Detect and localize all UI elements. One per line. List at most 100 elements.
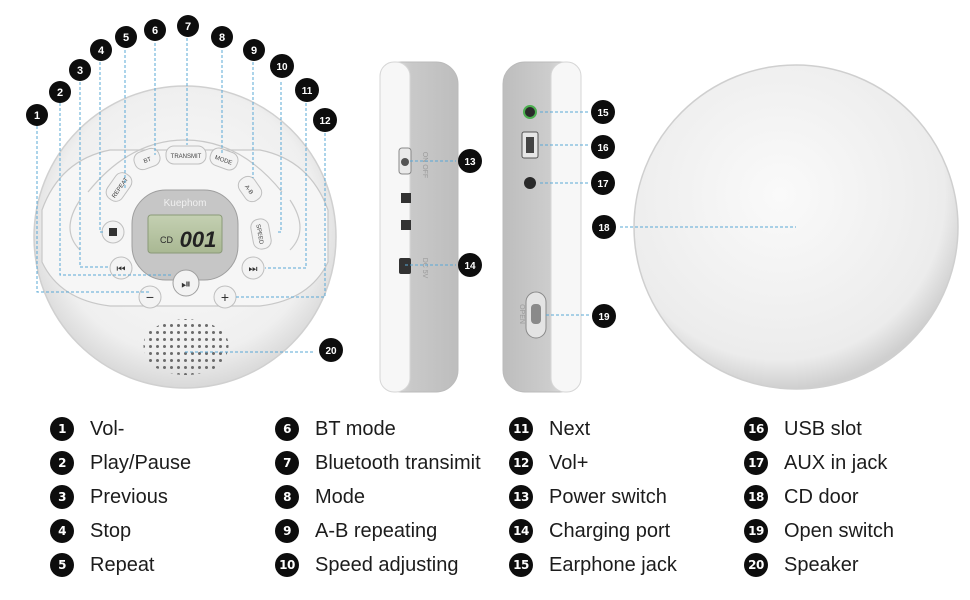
legend-item: 6 BT mode	[275, 414, 396, 444]
svg-text:8: 8	[219, 32, 225, 44]
mode-button[interactable]: MODE	[208, 146, 240, 172]
vol-minus-button[interactable]: −	[138, 285, 162, 309]
product-diagram: TRANSMIT BT MODE REPEAT A-B SPEED Kuepho…	[26, 15, 959, 393]
legend-item: 17 AUX in jack	[744, 448, 887, 478]
stop-button[interactable]	[101, 220, 125, 244]
legend-label: Earphone jack	[549, 553, 677, 576]
legend-number: 15	[509, 553, 533, 577]
previous-icon: ⏮	[117, 264, 126, 275]
legend-item: 2 Play/Pause	[50, 448, 191, 478]
svg-text:6: 6	[152, 25, 158, 37]
play-pause-button[interactable]: ⏯	[172, 269, 200, 297]
callout-9: 9	[243, 39, 265, 61]
aux-jack[interactable]	[524, 177, 536, 189]
svg-text:17: 17	[597, 179, 609, 190]
minus-icon: −	[146, 289, 154, 305]
legend-item: 8 Mode	[275, 482, 365, 512]
legend-label: Speed adjusting	[315, 553, 459, 576]
callout-13: 13	[458, 149, 482, 173]
front-view: TRANSMIT BT MODE REPEAT A-B SPEED Kuepho…	[33, 85, 337, 389]
mode-label: MODE	[214, 155, 233, 167]
previous-button[interactable]: ⏮	[109, 256, 133, 280]
transmit-button[interactable]: TRANSMIT	[165, 145, 207, 165]
callout-7: 7	[177, 15, 199, 37]
callout-16: 16	[591, 135, 615, 159]
legend-item: 19 Open switch	[744, 516, 894, 546]
legend-item: 16 USB slot	[744, 414, 862, 444]
svg-text:20: 20	[325, 346, 337, 357]
legend-number: 18	[744, 485, 768, 509]
svg-text:13: 13	[464, 157, 476, 168]
legend-item: 15 Earphone jack	[509, 550, 677, 580]
legend-item: 18 CD door	[744, 482, 858, 512]
legend-label: Play/Pause	[90, 451, 192, 474]
legend: 1 Vol- 2 Play/Pause 3 Previous 4 Stop 5 …	[0, 410, 970, 590]
lcd-track-number: 001	[180, 227, 217, 252]
next-button[interactable]: ⏭	[241, 256, 265, 280]
callout-20: 20	[319, 338, 343, 362]
bt-button[interactable]: BT	[132, 146, 163, 172]
charging-port[interactable]	[399, 258, 411, 274]
legend-number: 10	[275, 553, 299, 577]
legend-item: 9 A-B repeating	[275, 516, 437, 546]
legend-item: 10 Speed adjusting	[275, 550, 458, 580]
legend-label: AUX in jack	[784, 451, 888, 474]
legend-label: Power switch	[549, 485, 667, 508]
legend-number: 12	[509, 451, 533, 475]
legend-label: Next	[549, 417, 591, 440]
svg-text:14: 14	[464, 261, 476, 272]
next-icon: ⏭	[249, 264, 258, 275]
legend-item: 5 Repeat	[50, 550, 155, 580]
svg-text:9: 9	[251, 45, 257, 57]
vol-plus-button[interactable]: +	[213, 285, 237, 309]
side-view-left: ON OFF DC 5V	[379, 61, 459, 393]
legend-item: 20 Speaker	[744, 550, 859, 580]
callout-17: 17	[591, 171, 615, 195]
legend-number: 14	[509, 519, 533, 543]
legend-item: 14 Charging port	[509, 516, 670, 546]
legend-number: 2	[50, 451, 74, 475]
svg-text:16: 16	[597, 143, 609, 154]
legend-number: 8	[275, 485, 299, 509]
legend-number: 3	[50, 485, 74, 509]
dc-label: DC 5V	[421, 258, 428, 279]
legend-label: USB slot	[784, 417, 862, 440]
legend-label: A-B repeating	[315, 519, 438, 542]
bt-label: BT	[143, 157, 153, 165]
legend-number: 9	[275, 519, 299, 543]
callout-19: 19	[592, 304, 616, 328]
legend-label: Repeat	[90, 553, 155, 576]
play-pause-icon: ⏯	[181, 277, 191, 291]
legend-label: CD door	[784, 485, 859, 508]
callout-18: 18	[592, 215, 616, 239]
svg-text:12: 12	[319, 116, 331, 127]
legend-number: 17	[744, 451, 768, 475]
svg-text:10: 10	[276, 62, 288, 73]
callout-15: 15	[591, 100, 615, 124]
legend-label: Charging port	[549, 519, 671, 542]
speed-button[interactable]: SPEED	[250, 218, 273, 251]
speaker-grille	[143, 319, 229, 375]
callout-4: 4	[90, 39, 112, 61]
legend-number: 1	[50, 417, 74, 441]
legend-item: 3 Previous	[50, 482, 168, 512]
legend-item: 4 Stop	[50, 516, 131, 546]
svg-text:19: 19	[598, 312, 610, 323]
legend-number: 6	[275, 417, 299, 441]
open-label: OPEN	[518, 304, 525, 324]
legend-label: Stop	[90, 519, 132, 542]
callouts: 1 2 3 4 5 6 7 8 9 10 11 12 13 14 15 16 1…	[26, 15, 616, 362]
brand-logo: Kuephom	[164, 198, 207, 209]
svg-text:4: 4	[98, 45, 105, 57]
svg-text:1: 1	[34, 110, 40, 122]
svg-text:3: 3	[77, 65, 83, 77]
ab-button[interactable]: A-B	[235, 173, 265, 205]
leader-lines	[36, 38, 796, 353]
legend-label: Previous	[90, 485, 168, 508]
callout-11: 11	[295, 78, 319, 102]
legend-number: 16	[744, 417, 768, 441]
callout-6: 6	[144, 19, 166, 41]
earphone-jack[interactable]	[523, 105, 537, 119]
callout-12: 12	[313, 108, 337, 132]
legend-number: 5	[50, 553, 74, 577]
